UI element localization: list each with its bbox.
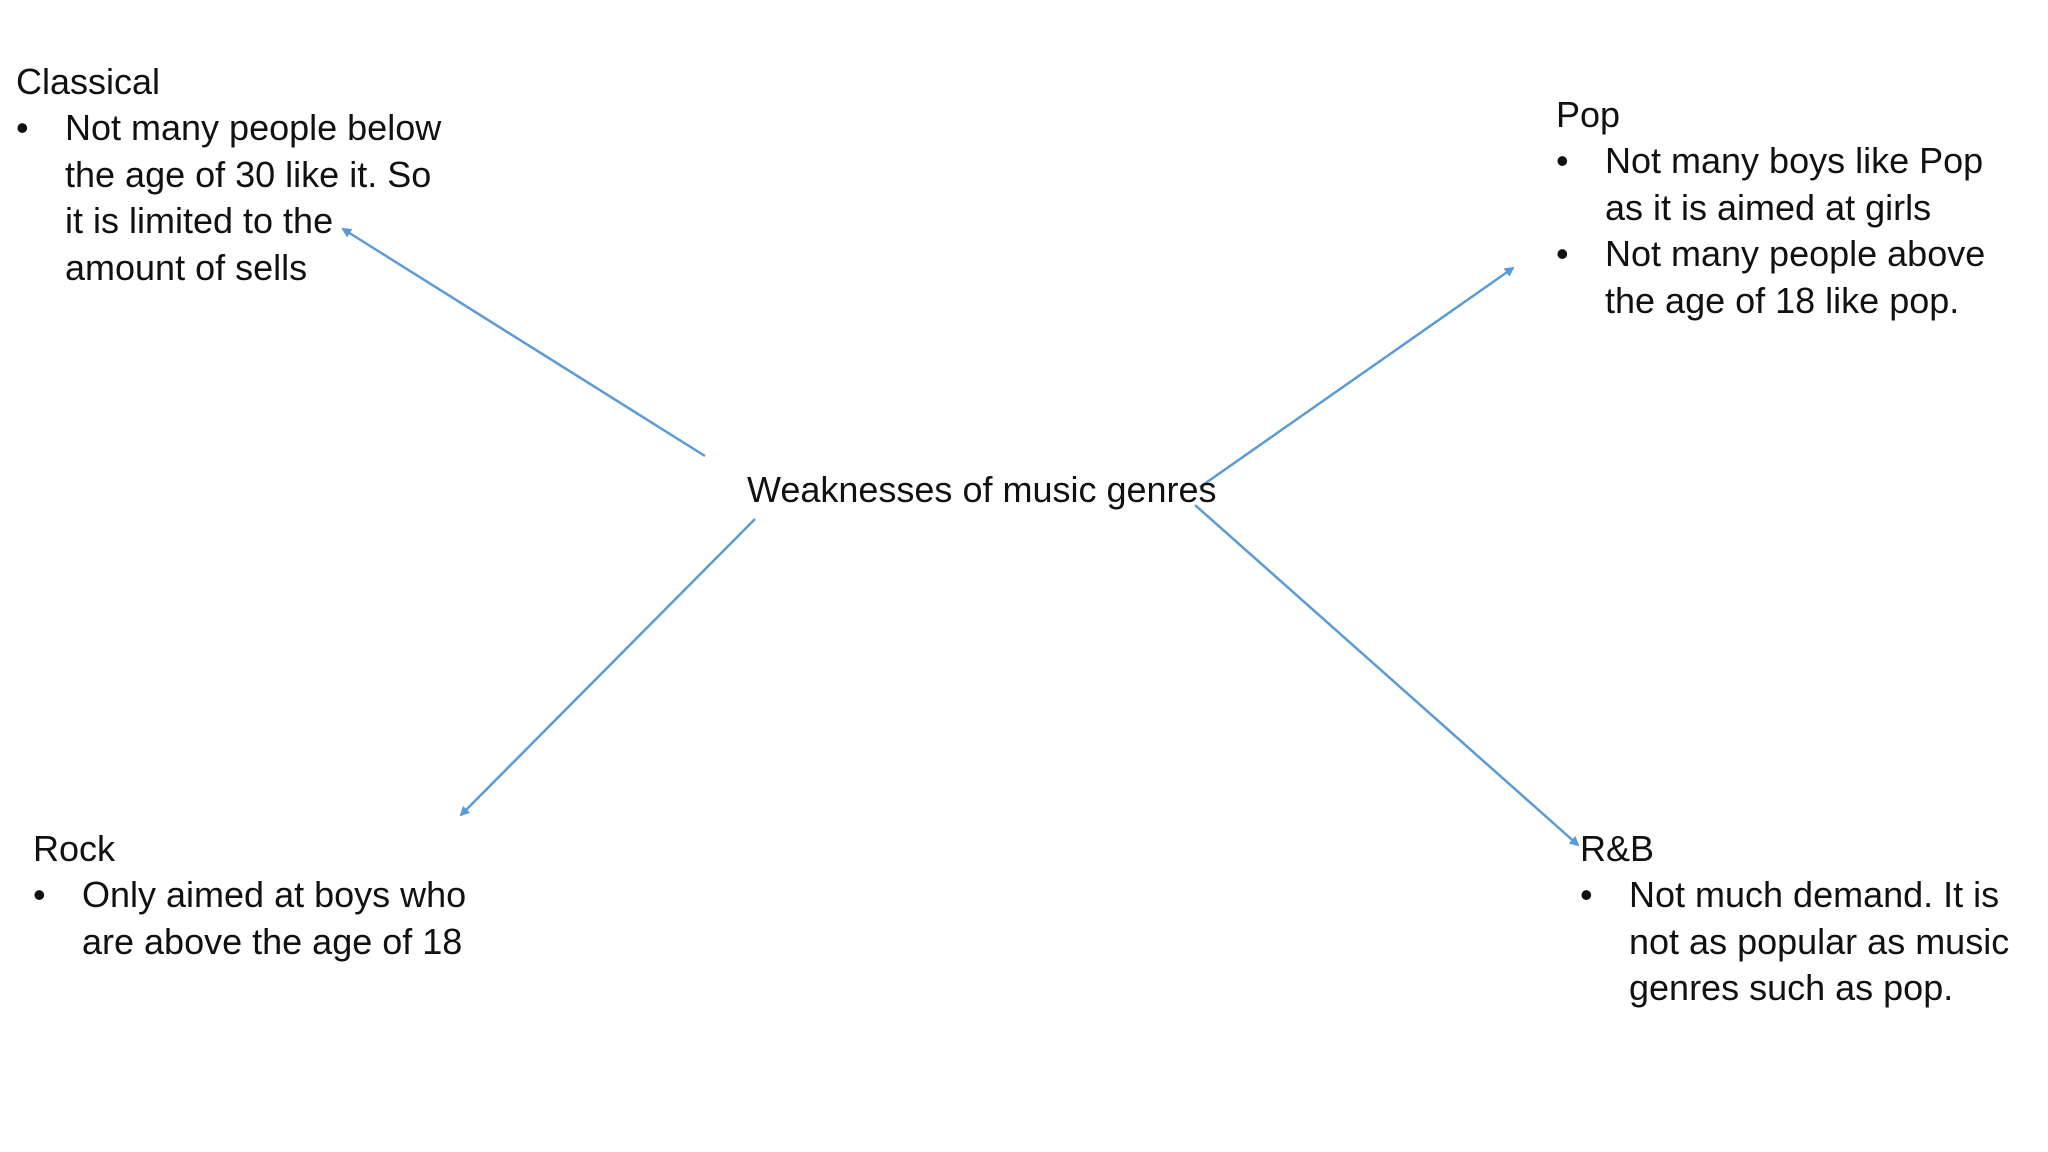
genre-title-classical: Classical: [16, 61, 161, 102]
center-node-label: Weaknesses of music genres: [747, 469, 1217, 510]
bullet-glyph: •: [33, 874, 46, 915]
bullet-glyph: •: [16, 107, 29, 148]
bullet-list-pop: • Not many boys like Pop as it is aimed …: [1556, 138, 2026, 324]
genre-node-pop: Pop • Not many boys like Pop as it is ai…: [1556, 92, 2026, 324]
arrow-to-rock: [459, 518, 756, 817]
genre-node-rnb: R&B • Not much demand. It is not as popu…: [1580, 826, 2020, 1012]
bullet-item: • Only aimed at boys who are above the a…: [33, 872, 493, 965]
bullet-text: Not many people below the age of 30 like…: [65, 107, 442, 288]
bullet-list-rock: • Only aimed at boys who are above the a…: [33, 872, 493, 965]
bullet-text: Not many boys like Pop as it is aimed at…: [1605, 140, 1984, 228]
bullet-glyph: •: [1580, 874, 1593, 915]
bullet-glyph: •: [1556, 233, 1569, 274]
genre-node-classical: Classical • Not many people below the ag…: [16, 59, 456, 291]
bullet-list-rnb: • Not much demand. It is not as popular …: [1580, 872, 2020, 1012]
genre-title-rock: Rock: [33, 828, 116, 869]
arrow-to-pop: [1199, 266, 1515, 489]
bullet-item: • Not many people above the age of 18 li…: [1556, 231, 2026, 324]
bullet-text: Not much demand. It is not as popular as…: [1629, 874, 2010, 1008]
bullet-text: Not many people above the age of 18 like…: [1605, 233, 1986, 321]
bullet-item: • Not many people below the age of 30 li…: [16, 105, 456, 291]
genre-node-rock: Rock • Only aimed at boys who are above …: [33, 826, 493, 965]
bullet-item: • Not much demand. It is not as popular …: [1580, 872, 2020, 1012]
bullet-item: • Not many boys like Pop as it is aimed …: [1556, 138, 2026, 231]
genre-title-rnb: R&B: [1580, 828, 1655, 869]
genre-title-pop: Pop: [1556, 94, 1621, 135]
bullet-text: Only aimed at boys who are above the age…: [82, 874, 467, 962]
bullet-glyph: •: [1556, 140, 1569, 181]
arrow-to-classical: [341, 227, 706, 458]
bullet-list-classical: • Not many people below the age of 30 li…: [16, 105, 456, 291]
arrow-to-rnb: [1194, 504, 1580, 847]
